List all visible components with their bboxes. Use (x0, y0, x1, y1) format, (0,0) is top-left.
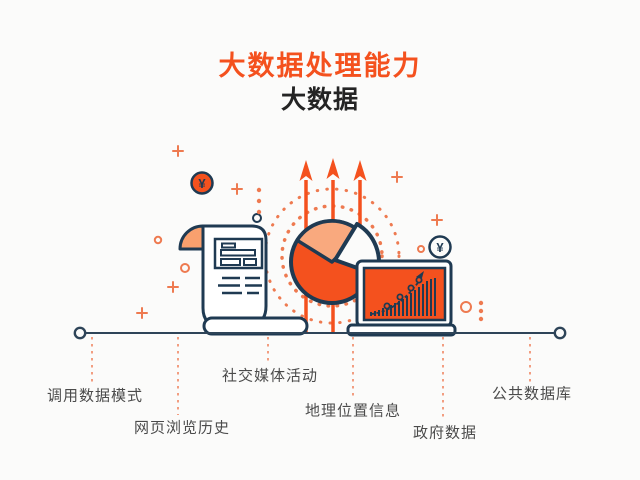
timeline-label-web-browsing-history: 网页浏览历史 (133, 419, 231, 437)
timeline-endpoint-left (73, 326, 87, 340)
yen-coin-filled-icon: ¥ (190, 171, 214, 195)
timeline-axis (73, 326, 567, 340)
circle-dot-icon (460, 301, 472, 313)
timeline-label-government-data: 政府数据 (412, 424, 478, 442)
plus-icon (431, 214, 443, 226)
plus-icon (167, 281, 179, 293)
plus-icon (172, 145, 184, 157)
page-title: 大数据处理能力 (218, 51, 422, 81)
trend-line-icon (370, 271, 424, 315)
scroll-document-icon (178, 224, 309, 336)
svg-text:¥: ¥ (436, 240, 444, 255)
circle-dot-icon (417, 245, 425, 253)
plus-icon (391, 171, 403, 183)
plus-icon (231, 183, 243, 195)
circle-dot-icon (180, 263, 190, 273)
circle-dot-icon (252, 213, 262, 223)
decorative-elements (136, 145, 484, 322)
circle-dot-icon (153, 235, 163, 245)
bar-chart-icon (370, 278, 436, 316)
leader-lines (91, 337, 531, 420)
timeline-label-geolocation-info: 地理位置信息 (304, 402, 402, 420)
timeline-label-social-media-activity: 社交媒体活动 (221, 367, 319, 385)
timeline-endpoint-right (553, 326, 567, 340)
pie-chart-icon (289, 219, 381, 305)
dot-column (256, 187, 484, 322)
svg-text:¥: ¥ (198, 176, 206, 191)
laptop-icon (346, 259, 457, 337)
timeline-label-public-database: 公共数据库 (491, 385, 573, 403)
timeline-label-call-data-patterns: 调用数据模式 (46, 387, 144, 405)
yen-coin-outline-icon: ¥ (428, 235, 452, 259)
plus-icon (136, 307, 148, 319)
page-subtitle: 大数据 (280, 86, 359, 114)
